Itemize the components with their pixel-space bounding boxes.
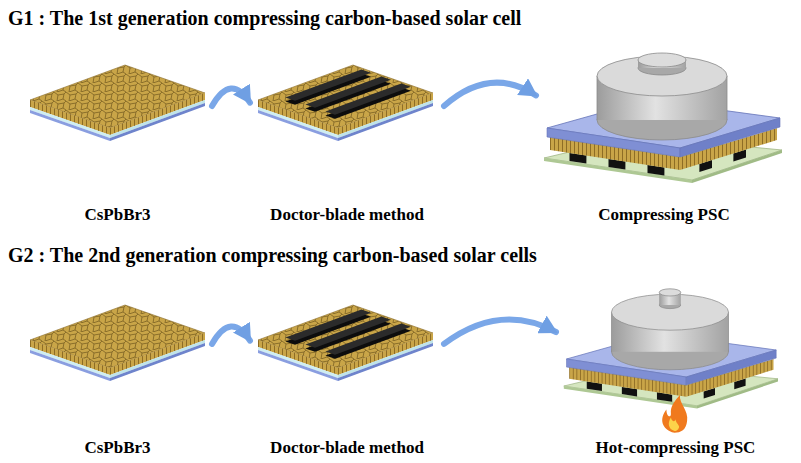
flow-arrow [444,83,536,106]
illustration-panel: Hot-compressing PSC [558,283,793,458]
section-heading: G2 : The 2nd generation compressing carb… [8,243,537,267]
illustration-panel: CsPbBr3 [25,295,210,458]
illustration-panel: CsPbBr3 [25,55,210,225]
illustration-panel: Doctor-blade method [252,55,442,225]
section-heading: G1 : The 1st generation compressing carb… [8,6,521,30]
illustration-panel: Doctor-blade method [252,295,442,458]
panel-caption: Doctor-blade method [270,438,424,458]
flow-arrow [212,326,250,343]
panel-caption: Compressing PSC [598,205,729,225]
illustration-panel: Compressing PSC [538,45,790,225]
panel-caption: Doctor-blade method [270,205,424,225]
panel-caption: CsPbBr3 [84,438,150,458]
flow-arrow [444,319,556,343]
panel-caption: CsPbBr3 [84,205,150,225]
flow-arrow [212,88,250,106]
panel-caption: Hot-compressing PSC [596,438,756,458]
